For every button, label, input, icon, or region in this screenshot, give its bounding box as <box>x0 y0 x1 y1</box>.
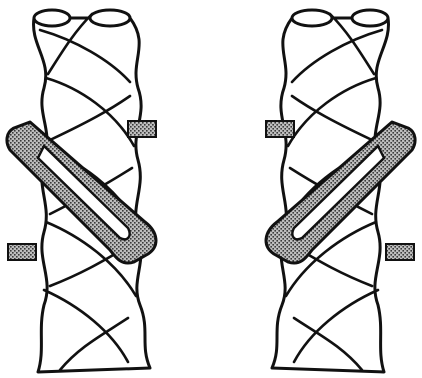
right-upper-tab <box>266 121 294 137</box>
right-strand-panel <box>266 10 415 372</box>
left-strand-panel <box>7 10 156 372</box>
left-lower-tab <box>8 244 36 260</box>
right-lower-tab <box>386 244 414 260</box>
left-upper-tab <box>128 121 156 137</box>
